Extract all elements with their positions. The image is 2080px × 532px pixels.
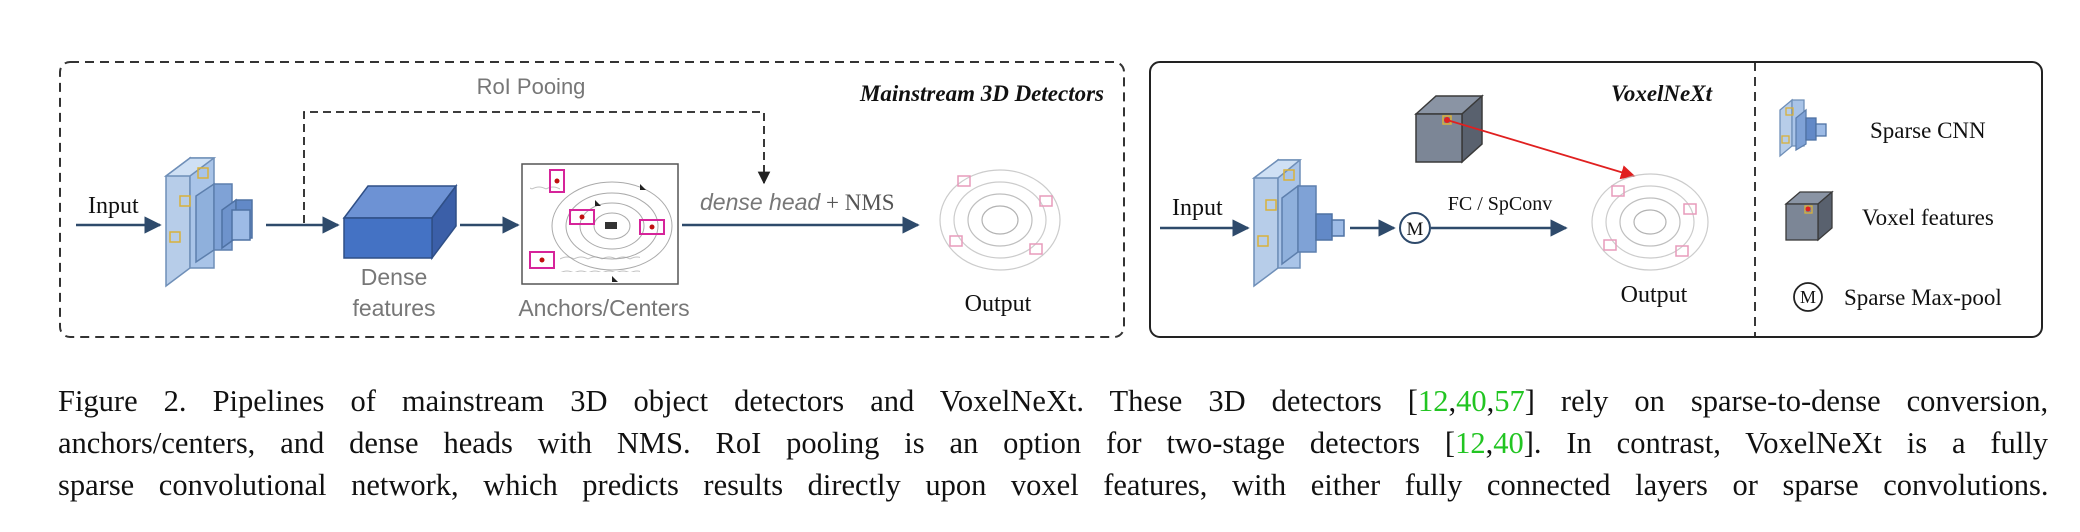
dense-features-block (342, 183, 458, 261)
caption-line-1: Figure 2. Pipelines of mainstream 3D obj… (58, 384, 2049, 418)
right-sparse-cnn-icon (1251, 158, 1345, 288)
fc-spconv-label: FC / SpConv (1448, 193, 1552, 215)
right-output-label: Output (1621, 282, 1688, 308)
left-input-label: Input (88, 193, 139, 219)
anchors-centers-bev-image (521, 163, 679, 285)
red-voxel-arrow (1446, 119, 1636, 180)
legend-sparse-maxpool-label: Sparse Max-pool (1844, 285, 2002, 310)
maxpool-node: M (1399, 212, 1431, 244)
voxel-feature-cube (1414, 94, 1484, 164)
roi-pooling-path (303, 111, 771, 223)
dense-features-label-2: features (352, 295, 435, 321)
citation-57[interactable]: 57 (1494, 384, 1525, 418)
svg-text:M: M (1800, 287, 1816, 307)
dense-features-label-1: Dense (361, 264, 427, 290)
dense-head-label: dense head + NMS (700, 189, 895, 215)
caption-line-2: anchors/centers, and dense heads with NM… (58, 426, 2048, 460)
citation-12[interactable]: 12 (1455, 426, 1486, 460)
mainstream-panel-title: Mainstream 3D Detectors (859, 81, 1104, 106)
citation-12[interactable]: 12 (1417, 384, 1449, 418)
legend-maxpool-icon: M (1793, 282, 1823, 312)
legend-voxel-features-label: Voxel features (1862, 205, 1994, 230)
anchors-centers-label: Anchors/Centers (518, 295, 689, 321)
right-input-label: Input (1172, 195, 1223, 221)
voxelnext-panel-title: VoxelNeXt (1611, 81, 1713, 106)
left-sparse-cnn-icon (163, 156, 253, 288)
right-output-pointcloud (1591, 173, 1709, 271)
pipeline-figure: Mainstream 3D Detectors Input RoI Pooing… (59, 61, 2043, 338)
caption-line-3: sparse convolutional network, which pred… (58, 468, 2049, 502)
left-output-label: Output (965, 291, 1032, 317)
citation-40[interactable]: 40 (1456, 384, 1487, 418)
mainstream-panel-border (59, 61, 1125, 338)
legend-sparse-cnn-icon (1779, 98, 1827, 158)
svg-text:M: M (1407, 219, 1424, 240)
citation-40[interactable]: 40 (1493, 426, 1524, 460)
voxelnext-panel-border (1149, 61, 2043, 338)
legend-sparse-cnn-label: Sparse CNN (1870, 118, 1986, 143)
figure-caption: Figure 2. Pipelines of mainstream 3D obj… (58, 380, 2048, 506)
left-output-pointcloud (939, 169, 1061, 271)
roi-pooling-label: RoI Pooing (477, 74, 586, 99)
legend-voxel-features-icon (1784, 190, 1834, 242)
